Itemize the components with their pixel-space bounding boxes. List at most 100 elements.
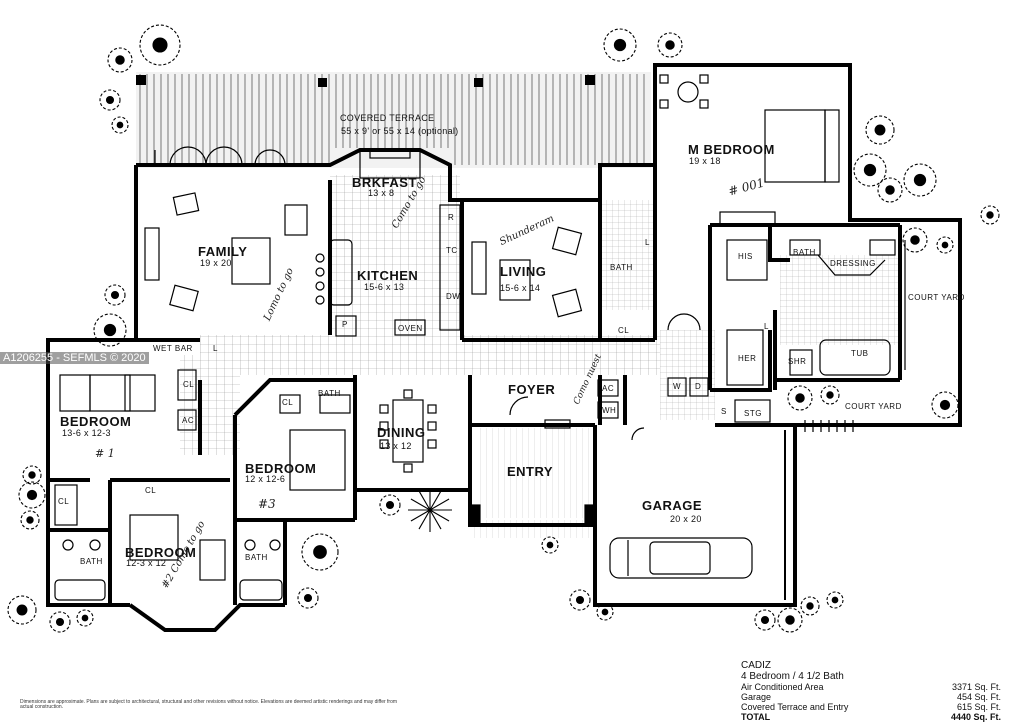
tiled-floors: [180, 175, 900, 538]
court-yard-label: COURT YARD: [908, 293, 965, 302]
terrace-label: COVERED TERRACE: [340, 113, 435, 123]
palm-frond: [429, 509, 450, 522]
area-value: 4440 Sq. Ft.: [950, 712, 1001, 722]
bedroom1-dims: 13-6 x 12-3: [62, 428, 111, 438]
shrub-core: [546, 541, 554, 549]
shrub: [18, 481, 46, 509]
shrub: [787, 385, 813, 411]
dw-label: DW: [446, 292, 461, 301]
foyer-label: FOYER: [508, 382, 556, 397]
shrub-core: [601, 608, 609, 616]
shrub-core: [831, 596, 839, 604]
fixtures: [54, 74, 955, 601]
pantry-label: P: [342, 320, 348, 329]
area-label: TOTAL: [741, 712, 771, 722]
shrub: [76, 609, 94, 627]
area-row: TOTAL 4440 Sq. Ft.: [741, 712, 1001, 722]
shrub-core: [26, 489, 38, 501]
her-closet-label: HER: [738, 354, 757, 363]
shrub: [139, 24, 181, 66]
linen-label: L: [764, 322, 769, 331]
closet-label: CL: [183, 380, 195, 389]
plan-name: CADIZ: [741, 660, 771, 671]
shrub: [877, 177, 903, 203]
shrub-core: [795, 393, 805, 403]
area-label: Covered Terrace and Entry: [741, 702, 849, 712]
landscape-shrubs: [7, 24, 1000, 633]
shrub-core: [986, 211, 994, 219]
shrub-core: [806, 602, 814, 610]
bath-label: BATH: [610, 263, 633, 272]
terrace-posts: [136, 75, 595, 87]
palm-frond: [429, 498, 450, 511]
master-bedroom-label: M BEDROOM: [688, 142, 775, 157]
shrub: [800, 596, 820, 616]
shrub: [569, 589, 591, 611]
bedroom3-dims: 12-3 x 12: [126, 558, 167, 568]
shrub: [853, 153, 887, 187]
shrub: [936, 236, 954, 254]
shrub-core: [81, 614, 89, 622]
garage-label: GARAGE: [642, 498, 703, 513]
bath-label: BATH: [245, 553, 268, 562]
tc-label: TC: [446, 246, 458, 255]
shrub-core: [385, 500, 395, 510]
palm-frond: [410, 498, 431, 511]
area-label: Garage: [741, 692, 772, 702]
shrub: [111, 116, 129, 134]
shrub: [22, 465, 42, 485]
palm-frond: [429, 490, 442, 511]
palm-frond: [418, 490, 431, 511]
court-yard-label: COURT YARD: [845, 402, 902, 411]
kitchen-label: KITCHEN: [357, 268, 419, 283]
shrub-core: [613, 38, 627, 52]
listing-watermark: A1206255 - SEFMLS © 2020: [0, 352, 149, 364]
palm-frond: [429, 509, 442, 530]
shrub: [902, 227, 928, 253]
area-row: Garage 454 Sq. Ft.: [741, 692, 1001, 702]
palm-frond: [418, 509, 431, 530]
wet-bar-label: WET BAR: [153, 344, 193, 353]
shrub-core: [665, 40, 675, 50]
ac-label: AC: [602, 384, 615, 393]
oven-label: OVEN: [398, 324, 423, 333]
shrub: [379, 494, 401, 516]
shrub-core: [575, 595, 585, 605]
shrub: [777, 607, 803, 633]
ac-label: AC: [182, 416, 195, 425]
closet-label: CL: [282, 398, 294, 407]
shrub: [107, 47, 133, 73]
dressing-label: DRESSING: [830, 259, 876, 268]
shrub-core: [55, 617, 65, 627]
shrub-core: [303, 593, 313, 603]
shower-label: SHR: [788, 357, 807, 366]
terrace-dims: 55 x 9' or 55 x 14 (optional): [341, 126, 459, 136]
family-dims: 19 x 20: [200, 258, 232, 268]
shrub: [826, 591, 844, 609]
dining-label: DINING: [377, 425, 426, 440]
shrub-core: [785, 615, 795, 625]
shrub: [99, 89, 121, 111]
bedroom1-number-note: # 1: [95, 447, 115, 460]
shrub: [49, 611, 71, 633]
walls: [46, 63, 962, 632]
shrub-core: [110, 290, 120, 300]
bedroom3-number-note: #3: [258, 497, 276, 511]
living-label: LIVING: [500, 264, 547, 279]
bedroom3-label: BEDROOM: [125, 545, 197, 560]
shrub-core: [16, 604, 28, 616]
plan-subtitle: 4 Bedroom / 4 1/2 Bath: [741, 671, 844, 682]
shrub: [754, 609, 776, 631]
shrub-core: [105, 95, 115, 105]
tub-label: TUB: [851, 349, 869, 358]
shrub-core: [26, 516, 34, 524]
bedroom2-dims: 12 x 12-6: [245, 474, 286, 484]
shrub: [903, 163, 937, 197]
shrub-core: [28, 471, 36, 479]
area-value: 454 Sq. Ft.: [956, 692, 1001, 702]
r-label: R: [448, 213, 455, 222]
linen-label: L: [213, 344, 218, 353]
s-label: S: [721, 407, 727, 416]
shrub-core: [115, 55, 125, 65]
